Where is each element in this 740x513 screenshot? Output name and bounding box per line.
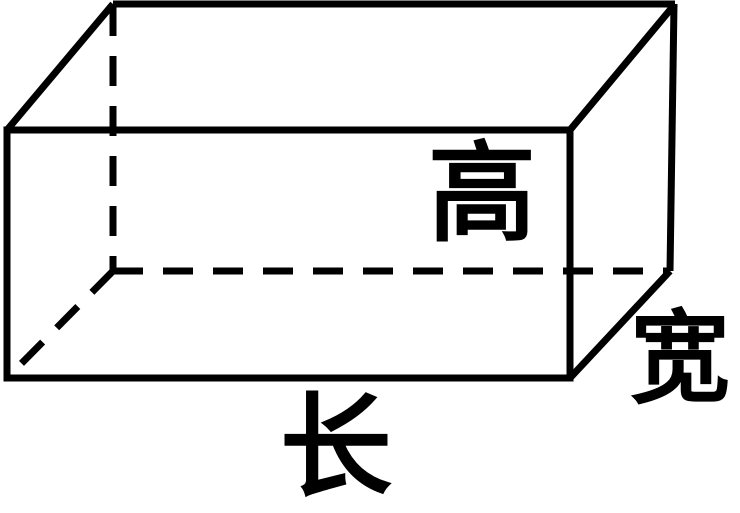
- length-label: 长: [280, 382, 392, 513]
- top-left-diagonal-edge: [4, 1, 116, 133]
- bottom-right-diagonal-edge: [567, 268, 673, 381]
- top-right-diagonal-edge: [567, 1, 678, 133]
- width-label: 宽: [630, 299, 730, 417]
- front-face: [3, 126, 574, 382]
- height-label: 高: [428, 131, 537, 257]
- right-back-vertical-edge: [666, 3, 678, 272]
- hidden-diagonal-edge: [4, 268, 116, 381]
